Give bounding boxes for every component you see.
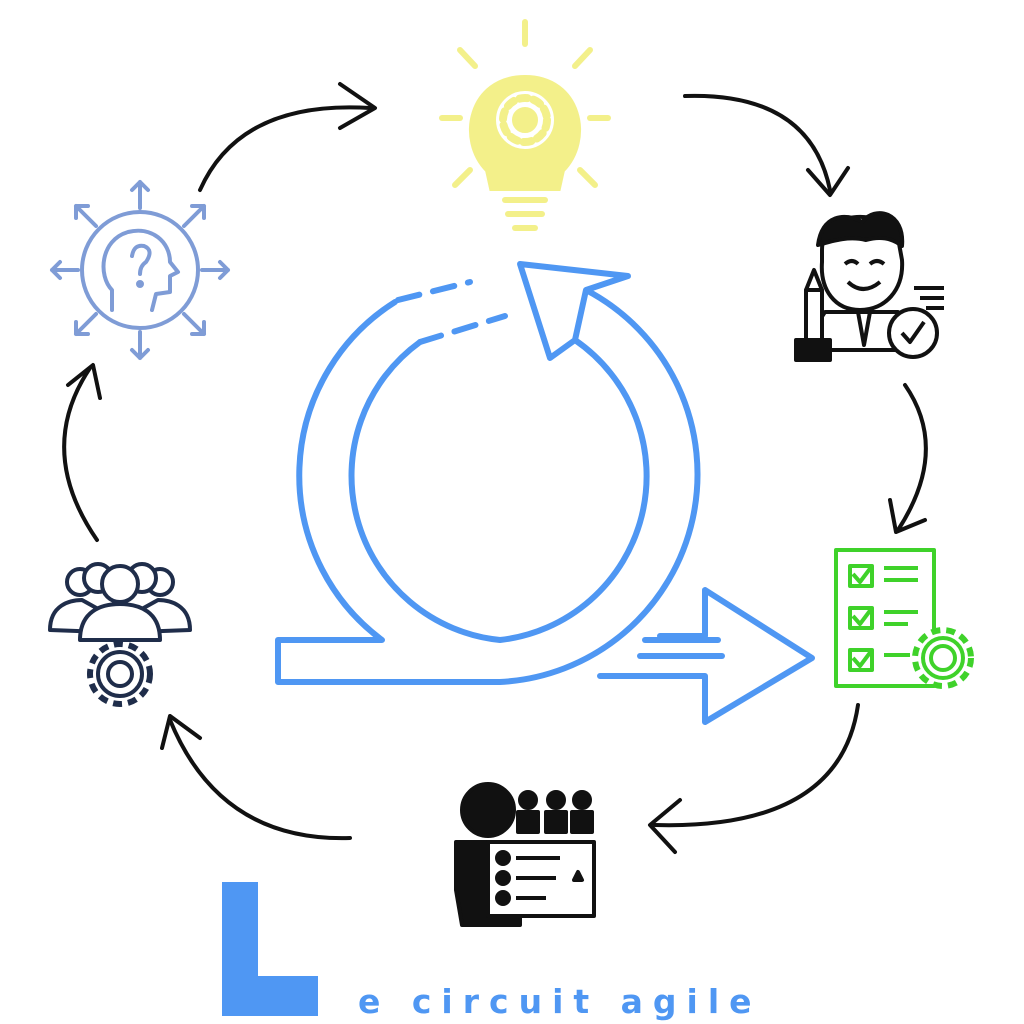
arrow-team-to-head bbox=[62, 363, 102, 542]
smiling-developer-icon bbox=[794, 211, 944, 362]
logo-letter-L bbox=[222, 882, 318, 1016]
presenter-board-icon bbox=[454, 782, 596, 927]
arrow-bulb-to-developer bbox=[683, 93, 850, 197]
logo-tagline: e circuit agile bbox=[358, 982, 762, 1021]
arrow-head-to-bulb bbox=[198, 82, 377, 192]
cycle-arrows bbox=[62, 82, 928, 854]
arrow-developer-to-checklist bbox=[888, 383, 928, 534]
team-gear-icon bbox=[48, 562, 192, 707]
agile-loop-icon bbox=[275, 261, 815, 725]
head-question-icon bbox=[50, 180, 230, 360]
arrow-checklist-to-presenter bbox=[648, 703, 860, 854]
arrow-presenter-to-team bbox=[160, 714, 352, 841]
lightbulb-gear-icon bbox=[439, 19, 611, 231]
checklist-gear-icon bbox=[834, 548, 974, 689]
